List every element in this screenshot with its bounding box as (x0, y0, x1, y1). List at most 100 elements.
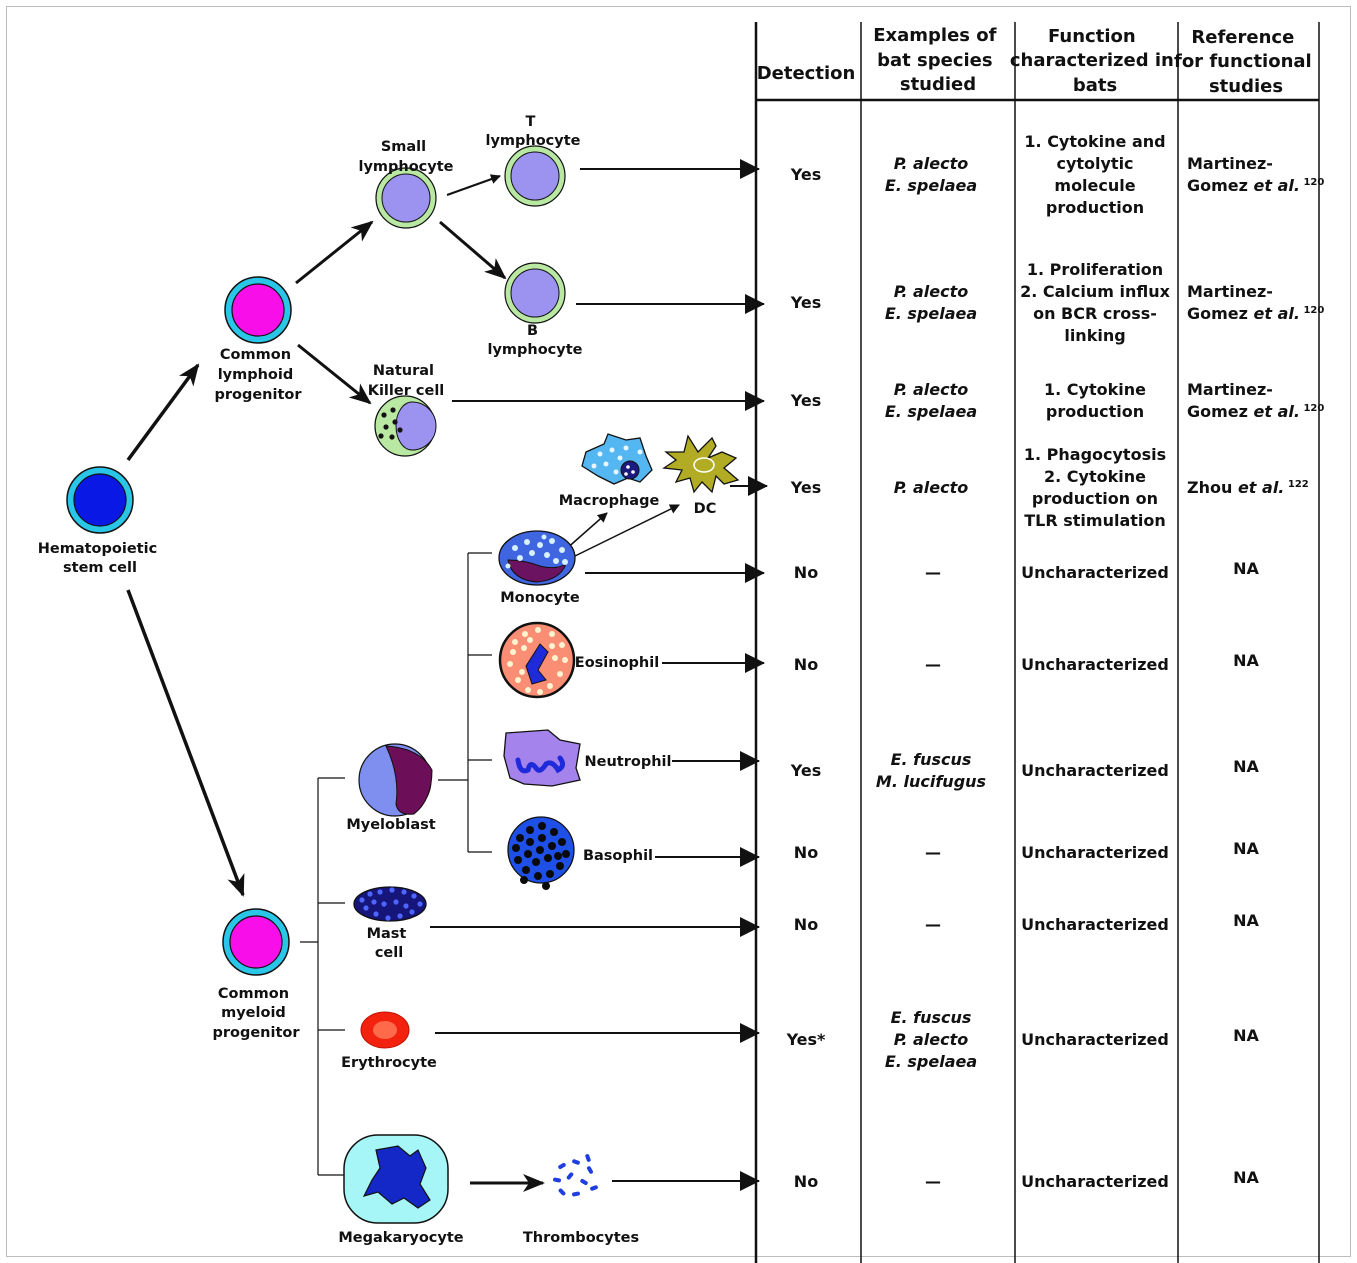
reference-cell: Gomez et al. 120 (1187, 304, 1324, 323)
label-basophil: Basophil (583, 848, 653, 864)
detection-cell: Yes (790, 165, 822, 184)
detection-cell: Yes (790, 761, 822, 780)
mast-cell-icon (353, 886, 427, 922)
species-cell: P. alecto (894, 478, 969, 497)
neutrophil-icon (503, 729, 581, 787)
header-species: Examples of bat species studied (873, 25, 1003, 95)
bracket-connectors (300, 552, 492, 1176)
label-erythrocyte: Erythrocyte (341, 1055, 437, 1071)
header-function: Function characterized in bats (1010, 26, 1180, 96)
common-lymphoid-progenitor-icon (224, 276, 292, 344)
label-eosinophil: Eosinophil (575, 655, 659, 671)
t-lymphocyte-icon (504, 145, 566, 207)
reference-cell: Gomez et al. 120 (1187, 402, 1324, 421)
function-cell: 1. Cytokine and (1024, 132, 1165, 151)
macrophage-icon (581, 433, 653, 485)
detection-cell: Yes (790, 478, 822, 497)
header-detection: Detection (757, 63, 856, 84)
function-cell: production (1046, 198, 1144, 217)
label-small-lymphocyte: Small lymphocyte (358, 139, 453, 175)
hsc-icon (66, 466, 134, 534)
detection-cell: Yes (790, 293, 822, 312)
label-myeloblast: Myeloblast (346, 817, 435, 833)
reference-cell: NA (1233, 1026, 1259, 1045)
reference-cell: Zhou et al. 122 (1187, 478, 1309, 497)
species-cell: — (925, 1172, 941, 1191)
thrombocytes-icon (553, 1154, 598, 1197)
label-clp: Common lymphoid progenitor (214, 347, 302, 403)
function-cell: Uncharacterized (1021, 915, 1169, 934)
species-cell: E. spelaea (885, 402, 977, 421)
eosinophil-icon (498, 621, 576, 699)
reference-cell: NA (1233, 651, 1259, 670)
species-cell: E. spelaea (885, 304, 977, 323)
function-cell: Uncharacterized (1021, 761, 1169, 780)
species-cell: P. alecto (894, 380, 969, 399)
function-cell: TLR stimulation (1024, 511, 1166, 530)
monocyte-icon (498, 530, 576, 586)
label-dc: DC (694, 501, 717, 517)
reference-cell: NA (1233, 839, 1259, 858)
detection-cell: Yes (790, 391, 822, 410)
reference-cell: NA (1233, 559, 1259, 578)
arrow-small-to-t (446, 174, 501, 196)
small-lymphocyte-icon (375, 167, 437, 229)
function-cell: 2. Calcium influx (1020, 282, 1171, 301)
reference-cell: Gomez et al. 120 (1187, 176, 1324, 195)
species-cell: P. alecto (894, 1030, 969, 1049)
function-cell: 1. Phagocytosis (1024, 445, 1166, 464)
detection-cell: No (794, 563, 818, 582)
label-thrombocytes: Thrombocytes (523, 1230, 639, 1246)
common-myeloid-progenitor-icon (222, 908, 290, 976)
label-mast-cell: Mast cell (367, 926, 412, 961)
reference-cell: NA (1233, 911, 1259, 930)
function-cell: production (1046, 402, 1144, 421)
detection-cell: No (794, 655, 818, 674)
table-row: Yes P. alecto E. spelaea 1. Cytokine product… (790, 380, 1325, 421)
label-hsc: Hematopoietic stem cell (38, 541, 162, 576)
species-cell: — (925, 843, 941, 862)
header-reference: Reference for functional studies (1174, 27, 1318, 97)
reference-cell: Martinez- (1187, 154, 1273, 173)
natural-killer-cell-icon (374, 395, 437, 457)
label-macrophage: Macrophage (559, 493, 660, 509)
arrow-small-to-b (439, 220, 507, 280)
arrow-monocyte-to-macrophage (564, 512, 608, 551)
b-lymphocyte-icon (504, 262, 566, 324)
detection-cell: Yes* (786, 1030, 826, 1049)
label-neutrophil: Neutrophil (585, 754, 672, 770)
function-cell: 1. Cytokine (1044, 380, 1146, 399)
function-cell: molecule (1054, 176, 1135, 195)
arrow-hsc-to-clp (126, 363, 200, 462)
species-cell: E. spelaea (885, 1052, 977, 1071)
label-megakaryocyte: Megakaryocyte (338, 1230, 463, 1246)
species-cell: — (925, 915, 941, 934)
reference-cell: Martinez- (1187, 380, 1273, 399)
label-monocyte: Monocyte (500, 590, 580, 606)
function-cell: 1. Proliferation (1027, 260, 1163, 279)
function-cell: Uncharacterized (1021, 1030, 1169, 1049)
function-cell: Uncharacterized (1021, 843, 1169, 862)
reference-cell: Martinez- (1187, 282, 1273, 301)
arrow-monocyte-to-dc (574, 504, 680, 557)
label-t-lymphocyte: T lymphocyte (485, 114, 580, 149)
species-cell: E. fuscus (891, 750, 972, 769)
arrow-hsc-to-cmp (126, 589, 245, 897)
function-cell: linking (1064, 326, 1125, 345)
function-cell: 2. Cytokine (1044, 467, 1146, 486)
function-cell: on BCR cross- (1033, 304, 1157, 323)
function-cell: Uncharacterized (1021, 1172, 1169, 1191)
figure-frame (6, 6, 1351, 1257)
species-cell: E. spelaea (885, 176, 977, 195)
